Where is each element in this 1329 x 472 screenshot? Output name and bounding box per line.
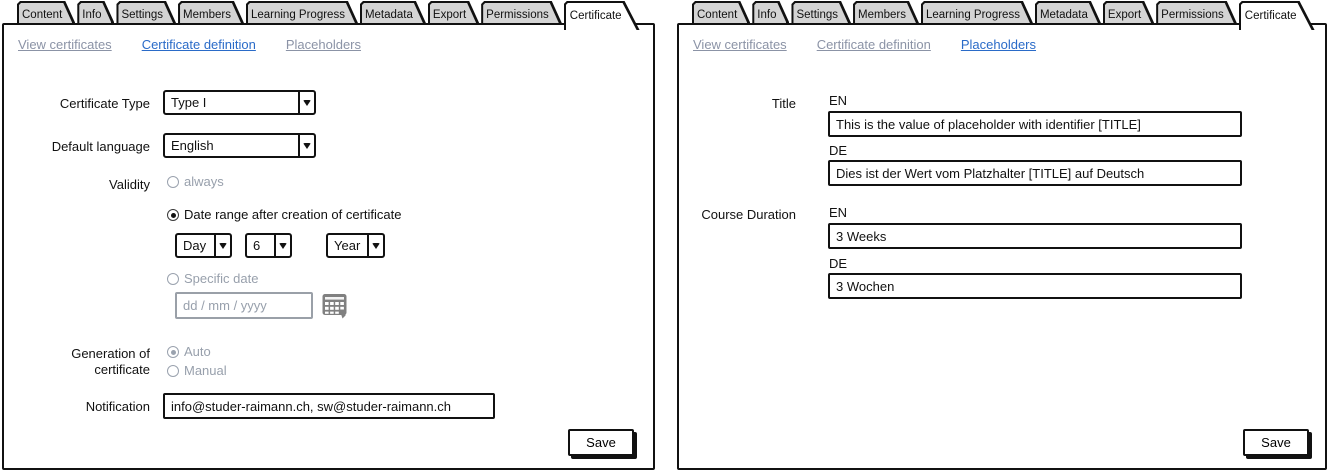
subnav-placeholders[interactable]: Placeholders <box>285 37 362 52</box>
generation-auto-radio[interactable]: Auto <box>167 345 211 359</box>
chevron-down-icon[interactable] <box>274 235 290 256</box>
lang-label-en: EN <box>829 205 848 220</box>
chevron-down-icon[interactable] <box>298 92 314 113</box>
certificate-subnav: View certificates Certificate definition… <box>693 37 1036 52</box>
subnav-view-certificates[interactable]: View certificates <box>18 37 112 52</box>
tab-content[interactable]: Content <box>692 1 750 23</box>
tab-label: Learning Progress <box>925 9 1020 21</box>
range-dropdown-value: Year <box>334 238 361 253</box>
validity-range-unit-dropdown-1[interactable]: Day <box>175 233 232 258</box>
radio-icon[interactable] <box>167 176 179 188</box>
tab-info[interactable]: Info <box>752 1 789 23</box>
subnav-placeholders[interactable]: Placeholders <box>960 37 1037 52</box>
subnav-view-certificates[interactable]: View certificates <box>693 37 787 52</box>
default-language-value: English <box>171 138 214 153</box>
subnav-certificate-definition[interactable]: Certificate definition <box>816 37 931 52</box>
certificate-type-label: Certificate Type <box>59 96 150 111</box>
tab-label: Settings <box>121 9 164 21</box>
range-dropdown-value: 6 <box>253 238 261 253</box>
subnav-certificate-definition[interactable]: Certificate definition <box>141 37 256 52</box>
validity-range-unit-dropdown-2[interactable]: Year <box>326 233 385 258</box>
default-language-dropdown[interactable]: English <box>163 133 316 158</box>
tab-members[interactable]: Members <box>178 1 244 23</box>
notification-label: Notification <box>85 399 150 414</box>
placeholder-course-duration-de-input[interactable] <box>828 273 1242 299</box>
validity-always-radio[interactable]: always <box>167 175 224 189</box>
specific-date-input[interactable] <box>175 292 313 319</box>
tab-bar: Content Info Settings Members Learning P… <box>692 1 1317 33</box>
tab-label: Learning Progress <box>250 9 345 21</box>
tab-settings[interactable]: Settings <box>116 1 176 23</box>
tab-content[interactable]: Content <box>17 1 75 23</box>
placeholder-title-label: Title <box>771 96 796 111</box>
tab-label: Certificate <box>569 10 622 22</box>
validity-specific-date-label: Specific date <box>184 271 259 286</box>
tab-label: Permissions <box>1161 9 1224 21</box>
generation-auto-label: Auto <box>184 344 211 359</box>
radio-icon[interactable] <box>167 273 179 285</box>
save-button[interactable]: Save <box>568 429 634 456</box>
certificate-type-value: Type I <box>171 95 207 110</box>
default-language-label: Default language <box>51 139 150 154</box>
validity-label: Validity <box>109 177 150 192</box>
tab-label: Metadata <box>1039 9 1088 21</box>
chevron-down-icon[interactable] <box>298 135 314 156</box>
tab-label: Content <box>22 9 63 21</box>
validity-range-amount-dropdown[interactable]: 6 <box>245 233 292 258</box>
chevron-down-icon[interactable] <box>214 235 230 256</box>
certificate-definition-panel: Content Info Settings Members Learning P… <box>2 1 655 470</box>
validity-date-range-radio[interactable]: Date range after creation of certificate <box>167 208 402 222</box>
tab-certificate[interactable]: Certificate <box>1239 1 1315 30</box>
lang-label-en: EN <box>829 93 848 108</box>
tab-certificate[interactable]: Certificate <box>564 1 640 30</box>
validity-specific-date-radio[interactable]: Specific date <box>167 272 258 286</box>
placeholder-title-de-input[interactable] <box>828 160 1242 186</box>
tab-label: Content <box>697 9 738 21</box>
tab-label: Export <box>432 9 467 21</box>
tab-label: Metadata <box>364 9 413 21</box>
lang-label-de: DE <box>829 256 848 271</box>
tab-settings[interactable]: Settings <box>791 1 851 23</box>
tab-label: Settings <box>796 9 839 21</box>
save-button[interactable]: Save <box>1243 429 1309 456</box>
generation-label: Generation of certificate <box>71 346 150 377</box>
generation-manual-radio[interactable]: Manual <box>167 364 227 378</box>
radio-icon[interactable] <box>167 346 179 358</box>
tab-learning-progress[interactable]: Learning Progress <box>246 1 358 23</box>
tab-info[interactable]: Info <box>77 1 114 23</box>
placeholders-panel: Content Info Settings Members Learning P… <box>677 1 1327 470</box>
tab-metadata[interactable]: Metadata <box>360 1 426 23</box>
tab-label: Info <box>757 9 777 21</box>
range-dropdown-value: Day <box>183 238 207 253</box>
radio-icon[interactable] <box>167 365 179 377</box>
tab-label: Permissions <box>486 9 549 21</box>
chevron-down-icon[interactable] <box>367 235 383 256</box>
tab-permissions[interactable]: Permissions <box>1156 1 1237 23</box>
placeholder-course-duration-en-input[interactable] <box>828 223 1242 249</box>
calendar-icon[interactable] <box>322 293 349 319</box>
lang-label-de: DE <box>829 143 848 158</box>
tab-label: Export <box>1107 9 1142 21</box>
certificate-type-dropdown[interactable]: Type I <box>163 90 316 115</box>
tab-label: Certificate <box>1244 10 1297 22</box>
generation-manual-label: Manual <box>184 363 227 378</box>
tab-members[interactable]: Members <box>853 1 919 23</box>
notification-input[interactable] <box>163 393 495 419</box>
tab-export[interactable]: Export <box>1103 1 1154 23</box>
tab-bar: Content Info Settings Members Learning P… <box>17 1 642 33</box>
validity-date-range-label: Date range after creation of certificate <box>184 207 402 222</box>
placeholder-course-duration-label: Course Duration <box>701 207 796 222</box>
tab-label: Members <box>183 9 231 21</box>
tab-learning-progress[interactable]: Learning Progress <box>921 1 1033 23</box>
tab-permissions[interactable]: Permissions <box>481 1 562 23</box>
certificate-subnav: View certificates Certificate definition… <box>18 37 361 52</box>
validity-always-label: always <box>184 174 224 189</box>
tab-label: Info <box>82 9 102 21</box>
tab-label: Members <box>858 9 906 21</box>
radio-icon[interactable] <box>167 209 179 221</box>
tab-export[interactable]: Export <box>428 1 479 23</box>
tab-metadata[interactable]: Metadata <box>1035 1 1101 23</box>
placeholder-title-en-input[interactable] <box>828 111 1242 137</box>
